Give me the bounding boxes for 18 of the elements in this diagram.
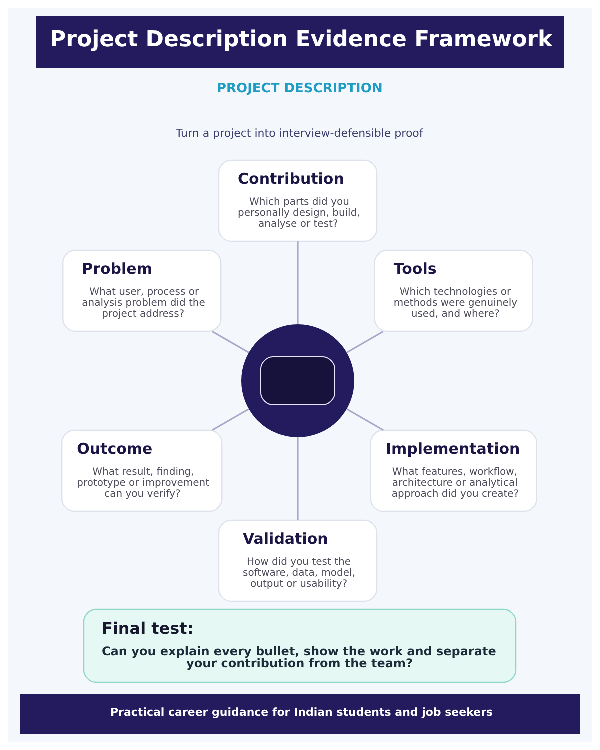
label: Practical career guidance for Indian students and job seekers: [110, 706, 494, 719]
node-box: Implementation What features, workflow, architecture or analytical approach did you create?: [370, 430, 538, 512]
label: Turn a project into interview-defensible proof: [176, 126, 424, 140]
node-box: Final test: Can you explain every bullet, show the work and separate your contribution from the team?: [83, 608, 517, 684]
connector: [346, 330, 384, 354]
label: PROJECT DESCRIPTION: [217, 81, 383, 96]
node-box: Validation How did you test the software, data, model, output or usability?: [218, 520, 378, 602]
connector: [212, 330, 250, 354]
connector: [297, 242, 299, 325]
node-box: Tools Which technologies or methods were genuinely used, and where?: [374, 250, 534, 332]
connector: [212, 408, 250, 432]
node-box: Outcome What result, finding, prototype or improvement can you verify?: [62, 430, 223, 512]
connector: [346, 408, 384, 432]
node-box: Contribution Which parts did you personally design, build, analyse or test?: [218, 160, 378, 242]
node-circle: [242, 324, 354, 438]
node-box: Problem What user, process or analysis problem did the project address?: [62, 250, 222, 332]
diagram-title: Project Description Evidence Framework: [50, 28, 553, 53]
connector: [297, 437, 299, 520]
